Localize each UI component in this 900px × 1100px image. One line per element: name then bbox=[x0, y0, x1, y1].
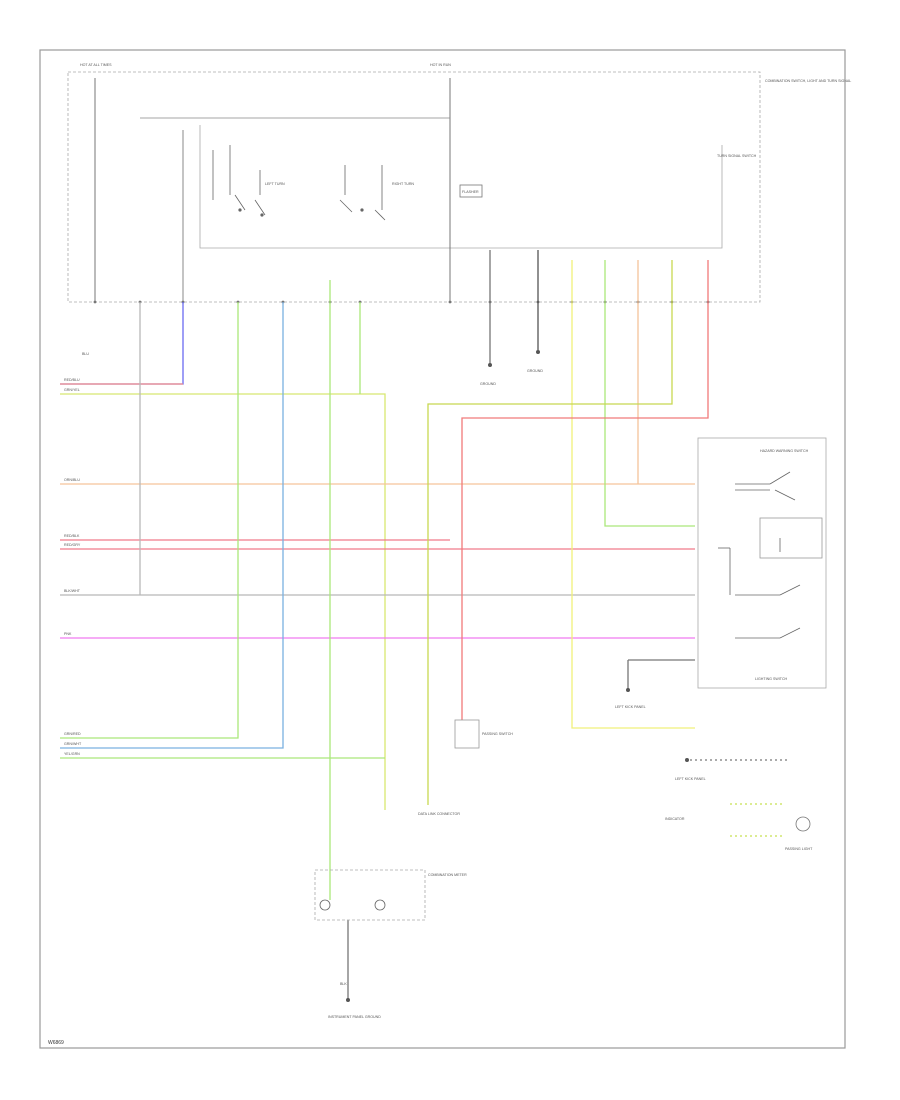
hazard-inner-box bbox=[759, 517, 823, 559]
passing-light-icon bbox=[795, 816, 811, 832]
turn-signal-switch-label: TURN SIGNAL SWITCH bbox=[717, 154, 757, 158]
wire-code-grn-yel: GRN/YEL bbox=[64, 388, 80, 392]
wire-grn-4 bbox=[604, 260, 695, 527]
hot-at-all-times-label: HOT AT ALL TIMES bbox=[80, 63, 112, 67]
combination-meter-label: COMBINATION METER bbox=[428, 873, 467, 877]
indicator-label: INDICATOR bbox=[665, 817, 685, 821]
wire-code-yel-grn: YEL/GRN bbox=[64, 752, 80, 756]
flasher-label: FLASHER bbox=[462, 190, 479, 194]
ground-label-4: LEFT KICK PANEL bbox=[675, 777, 706, 781]
ground-label-5: INSTRUMENT PANEL GROUND bbox=[328, 1015, 381, 1019]
combination-meter-box bbox=[314, 869, 426, 921]
passing-relay-box bbox=[454, 719, 480, 749]
left-turn-switch-icon bbox=[212, 145, 266, 217]
wire-code-blu: BLU bbox=[82, 352, 89, 356]
wire-blk-lower bbox=[627, 659, 695, 690]
wire-code-red-gry: RED/GRY bbox=[64, 543, 81, 547]
left-wire-codes: BLU RED/BLU GRN/YEL ORN/BLU RED/BLK RED/… bbox=[64, 352, 347, 986]
passing-relay-label: PASSING SWITCH bbox=[482, 732, 513, 736]
wire-red bbox=[461, 260, 709, 720]
wire-code-grn-wht: GRN/WHT bbox=[64, 742, 82, 746]
wire-code-red-blu: RED/BLU bbox=[64, 378, 80, 382]
combination-switch-box bbox=[67, 71, 761, 303]
ground-label-2: GROUND bbox=[527, 369, 543, 373]
flasher-unit bbox=[459, 184, 483, 198]
ground-label-3: LEFT KICK PANEL bbox=[615, 705, 646, 709]
wire-code-blk: BLK bbox=[340, 982, 347, 986]
wire-olive bbox=[427, 260, 673, 805]
data-link-label: DATA LINK CONNECTOR bbox=[418, 812, 460, 816]
combination-switch-label: COMBINATION SWITCH, LIGHT AND TURN SIGNA… bbox=[765, 79, 851, 83]
meter-lamp-left bbox=[319, 899, 331, 911]
wire-code-pnk: PNK bbox=[64, 632, 72, 636]
wire-blu bbox=[60, 302, 184, 385]
footer-code: W6869 bbox=[48, 1040, 64, 1046]
wire-code-blk-wht: BLK/WHT bbox=[64, 589, 81, 593]
wire-code-grn-red: GRN/RED bbox=[64, 732, 81, 736]
left-turn-label: LEFT TURN bbox=[265, 182, 285, 186]
right-turn-switch-icon bbox=[339, 165, 386, 221]
wire-grn-yel-1 bbox=[60, 393, 386, 810]
lighting-switch-label: LIGHTING SWITCH bbox=[755, 677, 788, 681]
hazard-switch-box bbox=[697, 437, 827, 689]
wire-code-red-blk: RED/BLK bbox=[64, 534, 80, 538]
hot-in-run-label: HOT IN RUN bbox=[430, 63, 451, 67]
hazard-switch-contacts-icon bbox=[718, 471, 801, 639]
ground-symbols bbox=[346, 350, 689, 1002]
wire-yel bbox=[571, 260, 695, 729]
turn-switch-outline bbox=[199, 125, 723, 249]
wire-teal bbox=[60, 302, 284, 749]
right-turn-label: RIGHT TURN bbox=[392, 182, 414, 186]
ground-label-1: GROUND bbox=[480, 382, 496, 386]
diagram-border bbox=[39, 49, 846, 1049]
meter-lamp-right bbox=[374, 899, 386, 911]
wire-code-orn-blu: ORN/BLU bbox=[64, 478, 80, 482]
hazard-switch-label: HAZARD WARNING SWITCH bbox=[760, 449, 809, 453]
wire-grn-1 bbox=[60, 302, 239, 739]
passing-light-label: PASSING LIGHT bbox=[785, 847, 813, 851]
